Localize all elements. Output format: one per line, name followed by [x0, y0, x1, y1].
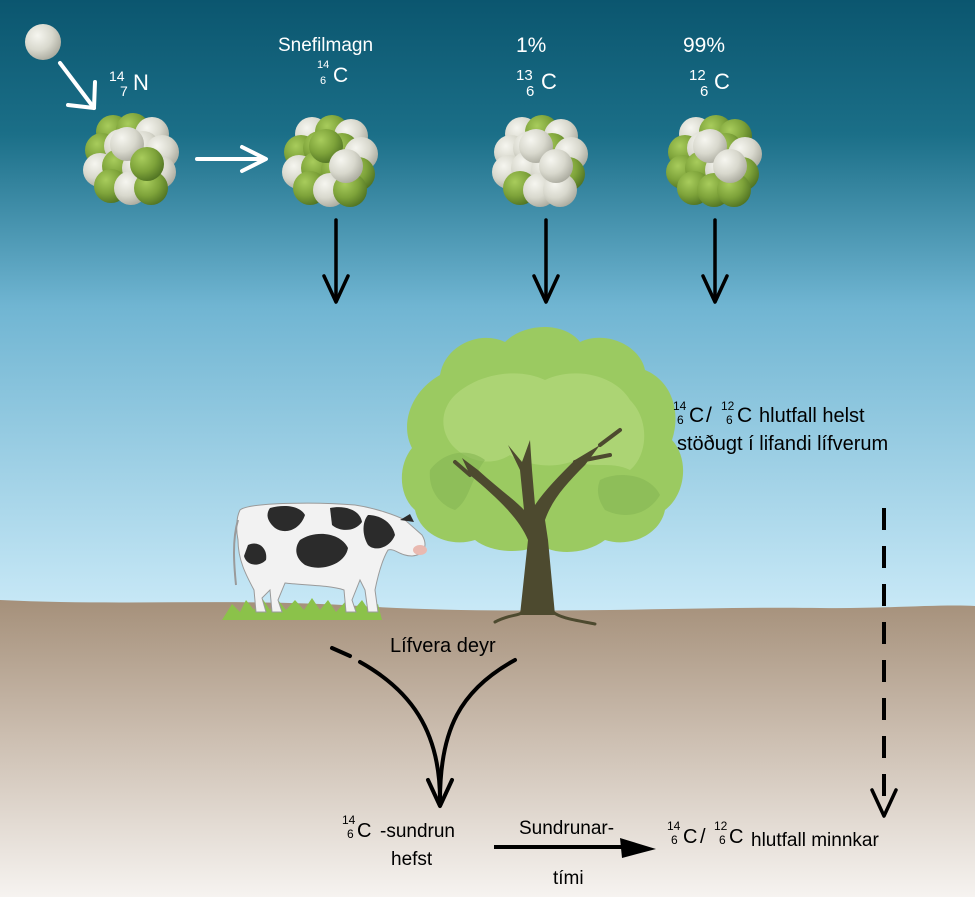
carbon-14-nucleus: [282, 115, 378, 207]
tree-illustration: [401, 327, 684, 626]
c14-atomic-number: 6: [320, 75, 326, 87]
c12-atomic-number: 6: [700, 83, 708, 100]
down-arrow-c12: [701, 218, 729, 304]
cow-muzzle: [413, 545, 427, 555]
tree-trunk: [462, 440, 600, 615]
carbon-13-nucleus: [492, 115, 588, 207]
trace-amount-caption: Snefilmagn: [278, 35, 373, 56]
decrease-c14-symbol: C: [683, 826, 697, 848]
ratio-slash: /: [706, 404, 712, 427]
ratio-c12-atomic: 6: [726, 413, 733, 427]
proton-sphere: [130, 147, 164, 181]
ratio-living-label: 14 6 C / 12 6 C hlutfall helst stöðugt í…: [673, 399, 888, 455]
decay-c14-mass: 14: [342, 813, 356, 827]
n14-mass-number: 14: [109, 68, 125, 84]
carbon-14-label: 14 6 C: [317, 59, 348, 87]
decay-start-label: 14 6 C -sundrun hefst: [342, 813, 455, 870]
converging-arrow-left-tail: [330, 646, 352, 658]
carbon-12-label: 12 6 C: [689, 67, 730, 100]
nitrogen-14-label: 14 7 N: [109, 68, 149, 99]
decrease-c14-atomic: 6: [671, 833, 678, 847]
n14-atomic-number: 7: [120, 83, 128, 99]
converging-arrow-head: [426, 778, 454, 808]
cow-spot-3: [330, 507, 362, 530]
decrease-slash: /: [700, 826, 706, 848]
ratio-c14-atomic: 6: [677, 413, 684, 427]
converging-arrow-left: [358, 660, 442, 802]
half-life-line2: tími: [553, 868, 584, 889]
ratio-decrease-text: hlutfall minnkar: [751, 830, 879, 851]
cow-ear: [400, 514, 414, 522]
cow-tail: [233, 519, 239, 586]
c14-symbol: C: [333, 64, 348, 87]
neutron-sphere: [713, 149, 747, 183]
tree-roots: [493, 610, 597, 626]
cow-spot-4: [363, 515, 395, 549]
decrease-c12-atomic: 6: [719, 833, 726, 847]
c12-mass-number: 12: [689, 67, 706, 84]
ratio-c12-mass: 12: [721, 399, 735, 413]
neutron-sphere: [329, 149, 363, 183]
decay-start-line2: hefst: [391, 849, 433, 870]
cow-spot-2: [296, 533, 348, 568]
c13-symbol: C: [541, 69, 557, 94]
half-life-line1: Sundrunar-: [519, 818, 614, 839]
converging-arrow-right: [438, 658, 517, 802]
converging-arrows: [330, 646, 517, 808]
c12-symbol: C: [714, 69, 730, 94]
ground-background: [0, 600, 975, 897]
n14-symbol: N: [133, 70, 149, 95]
cow-illustration: [222, 502, 427, 620]
c12-percentage: 99%: [683, 34, 725, 57]
c13-mass-number: 13: [516, 67, 533, 84]
decrease-c12-symbol: C: [729, 826, 743, 848]
decrease-c14-mass: 14: [667, 819, 681, 833]
organism-dies-label: Lífvera deyr: [390, 635, 496, 657]
ratio-living-line2: stöðugt í lifandi lífverum: [677, 433, 888, 455]
down-arrow-c14: [322, 218, 350, 304]
tree-canopy-highlight: [443, 373, 645, 470]
decay-start-line1: -sundrun: [380, 821, 455, 842]
half-life-arrow: [494, 838, 656, 858]
cow-spot-1: [267, 506, 305, 532]
c13-atomic-number: 6: [526, 83, 534, 100]
down-arrow-c13: [532, 218, 560, 304]
c13-percentage: 1%: [516, 34, 546, 57]
decay-c14-symbol: C: [357, 820, 371, 842]
decrease-c12-mass: 12: [714, 819, 728, 833]
cow-spot-5: [244, 543, 267, 565]
nitrogen-14-nucleus: [83, 113, 179, 205]
white-arrow-neutron-to-nitrogen: [58, 61, 97, 110]
carbon-13-label: 13 6 C: [516, 67, 557, 100]
tree-canopy-shade-right: [597, 475, 660, 515]
c14-mass-number: 14: [317, 59, 329, 71]
incoming-neutron: [25, 24, 61, 60]
white-arrow-nitrogen-to-carbon14: [195, 145, 268, 173]
carbon-12-nucleus: [666, 115, 762, 207]
ratio-c12-symbol: C: [737, 404, 752, 427]
ratio-c14-symbol: C: [689, 404, 704, 427]
ratio-c14-mass: 14: [673, 399, 687, 413]
ratio-living-line1: hlutfall helst: [759, 405, 865, 427]
decay-c14-atomic: 6: [347, 827, 354, 841]
dashed-arrow-decline: [870, 508, 898, 818]
ratio-decrease-label: 14 6 C / 12 6 C hlutfall minnkar: [667, 819, 879, 851]
neutron-sphere: [539, 149, 573, 183]
